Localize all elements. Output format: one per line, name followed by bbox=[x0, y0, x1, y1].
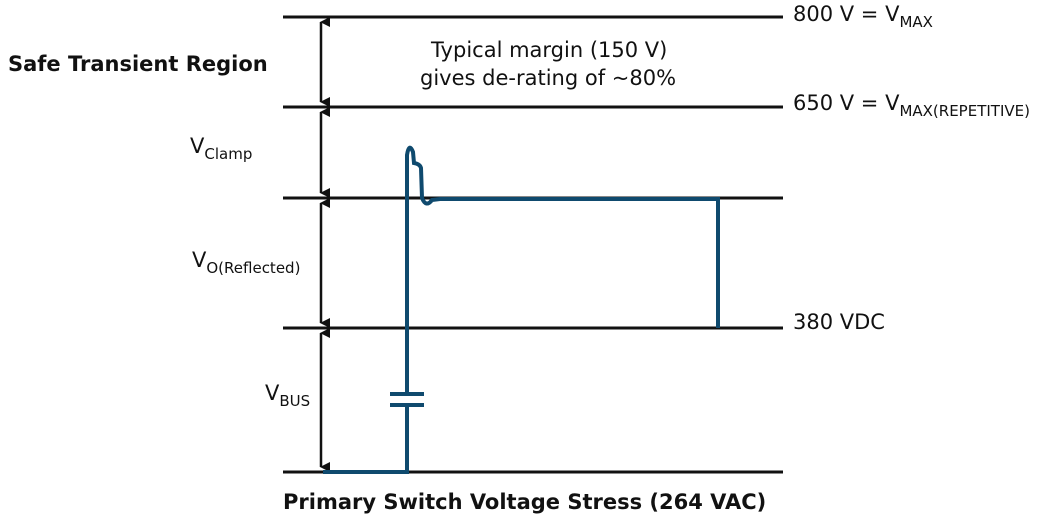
label-vreflected: VO(Reflected) bbox=[192, 248, 301, 277]
region-label: Safe Transient Region bbox=[8, 52, 268, 76]
label-vmax-repetitive: 650 V = VMAX(REPETITIVE) bbox=[793, 91, 1030, 120]
margin-note-line1: Typical margin (150 V) bbox=[431, 38, 668, 62]
label-380vdc: 380 VDC bbox=[793, 310, 885, 334]
label-vmax: 800 V = VMAX bbox=[793, 2, 933, 31]
label-vbus: VBUS bbox=[265, 381, 311, 410]
diagram-title: Primary Switch Voltage Stress (264 VAC) bbox=[283, 490, 767, 514]
label-vclamp: VClamp bbox=[190, 134, 253, 163]
switch-voltage-waveform bbox=[323, 145, 720, 474]
margin-note-line2: gives de-rating of ~80% bbox=[420, 66, 677, 90]
